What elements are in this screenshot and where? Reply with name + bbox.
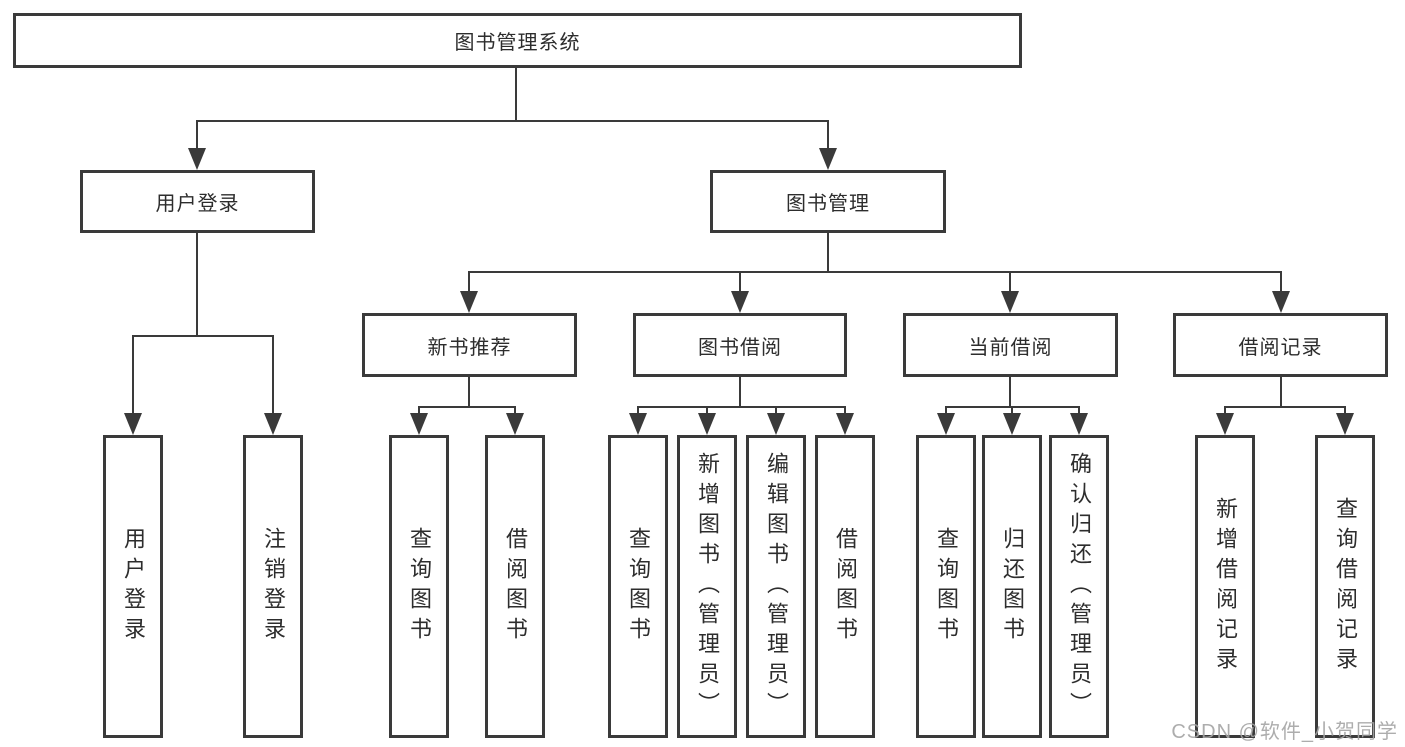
watermark: CSDN @软件_小贺同学	[1171, 721, 1398, 743]
connector-line	[196, 120, 198, 152]
arrow-down-icon	[460, 291, 478, 313]
leaf-query-borrow-record: 查询借阅记录	[1315, 435, 1375, 738]
connector-line	[827, 120, 829, 152]
leaf-user-login: 用户登录	[103, 435, 163, 738]
node-label: 图书借阅	[698, 336, 782, 359]
leaf-label: 查询图书	[626, 526, 651, 647]
connector-line	[468, 377, 470, 408]
connector-line	[844, 406, 846, 416]
arrow-down-icon	[124, 413, 142, 435]
leaf-add-books-admin: 新增图书（管理员）	[677, 435, 737, 738]
leaf-query-books-current: 查询图书	[916, 435, 976, 738]
leaf-query-books-borrowing: 查询图书	[608, 435, 668, 738]
arrow-down-icon	[1070, 413, 1088, 435]
connector-line	[775, 406, 777, 416]
leaf-label: 用户登录	[121, 526, 146, 647]
node-label: 用户登录	[155, 193, 240, 215]
arrow-down-icon	[1001, 291, 1019, 313]
connector-line	[637, 406, 639, 416]
connector-line	[468, 271, 470, 293]
arrow-down-icon	[819, 148, 837, 170]
node-label: 图书管理	[786, 193, 870, 215]
leaf-edit-books-admin: 编辑图书（管理员）	[746, 435, 806, 738]
connector-line	[418, 406, 516, 408]
arrow-down-icon	[264, 413, 282, 435]
leaf-label: 借阅图书	[833, 526, 858, 647]
connector-line	[132, 335, 134, 415]
arrow-down-icon	[629, 413, 647, 435]
arrow-down-icon	[698, 413, 716, 435]
connector-line	[196, 233, 198, 337]
connector-line	[1009, 271, 1011, 293]
connector-line	[706, 406, 708, 416]
node-label: 新书推荐	[427, 336, 512, 359]
connector-line	[515, 68, 517, 122]
leaf-add-borrow-record: 新增借阅记录	[1195, 435, 1255, 738]
leaf-label: 注销登录	[261, 526, 286, 647]
leaf-label: 归还图书	[1000, 526, 1025, 647]
connector-line	[1224, 406, 1226, 416]
arrow-down-icon	[1336, 413, 1354, 435]
node-user-login: 用户登录	[80, 170, 315, 233]
connector-line	[739, 271, 741, 293]
node-current-borrowing: 当前借阅	[903, 313, 1118, 377]
connector-line	[272, 335, 274, 415]
connector-line	[945, 406, 947, 416]
arrow-down-icon	[410, 413, 428, 435]
connector-line	[468, 271, 1282, 273]
arrow-down-icon	[1003, 413, 1021, 435]
leaf-label: 查询借阅记录	[1333, 496, 1358, 677]
node-new-book-recommend: 新书推荐	[362, 313, 577, 377]
arrow-down-icon	[188, 148, 206, 170]
leaf-label: 新增借阅记录	[1213, 496, 1238, 677]
node-borrowing-records: 借阅记录	[1173, 313, 1388, 377]
leaf-query-books-recommend: 查询图书	[389, 435, 449, 738]
connector-line	[1011, 406, 1013, 416]
connector-line	[514, 406, 516, 416]
connector-line	[1344, 406, 1346, 416]
leaf-label: 编辑图书（管理员）	[764, 451, 789, 722]
arrow-down-icon	[937, 413, 955, 435]
arrow-down-icon	[731, 291, 749, 313]
connector-line	[739, 377, 741, 408]
connector-line	[1224, 406, 1346, 408]
connector-line	[1078, 406, 1080, 416]
leaf-confirm-return-admin: 确认归还（管理员）	[1049, 435, 1109, 738]
connector-line	[1009, 377, 1011, 408]
arrow-down-icon	[1272, 291, 1290, 313]
leaf-borrow-books: 借阅图书	[815, 435, 875, 738]
connector-line	[196, 120, 829, 122]
node-label: 当前借阅	[968, 336, 1053, 359]
connector-line	[637, 406, 846, 408]
arrow-down-icon	[1216, 413, 1234, 435]
arrow-down-icon	[767, 413, 785, 435]
arrow-down-icon	[506, 413, 524, 435]
leaf-label: 借阅图书	[503, 526, 528, 647]
node-book-borrowing: 图书借阅	[633, 313, 847, 377]
leaf-label: 查询图书	[407, 526, 432, 647]
leaf-return-books: 归还图书	[982, 435, 1042, 738]
leaf-borrow-books-recommend: 借阅图书	[485, 435, 545, 738]
node-label: 借阅记录	[1238, 336, 1323, 359]
connector-line	[1280, 377, 1282, 408]
leaf-label: 查询图书	[934, 526, 959, 647]
connector-line	[827, 233, 829, 273]
node-book-management: 图书管理	[710, 170, 946, 233]
connector-line	[418, 406, 420, 416]
leaf-logout: 注销登录	[243, 435, 303, 738]
connector-line	[132, 335, 274, 337]
arrow-down-icon	[836, 413, 854, 435]
leaf-label: 确认归还（管理员）	[1067, 451, 1092, 722]
node-label: 图书管理系统	[454, 32, 581, 54]
leaf-label: 新增图书（管理员）	[695, 451, 720, 722]
node-library-management-system: 图书管理系统	[13, 13, 1022, 68]
connector-line	[1280, 271, 1282, 293]
